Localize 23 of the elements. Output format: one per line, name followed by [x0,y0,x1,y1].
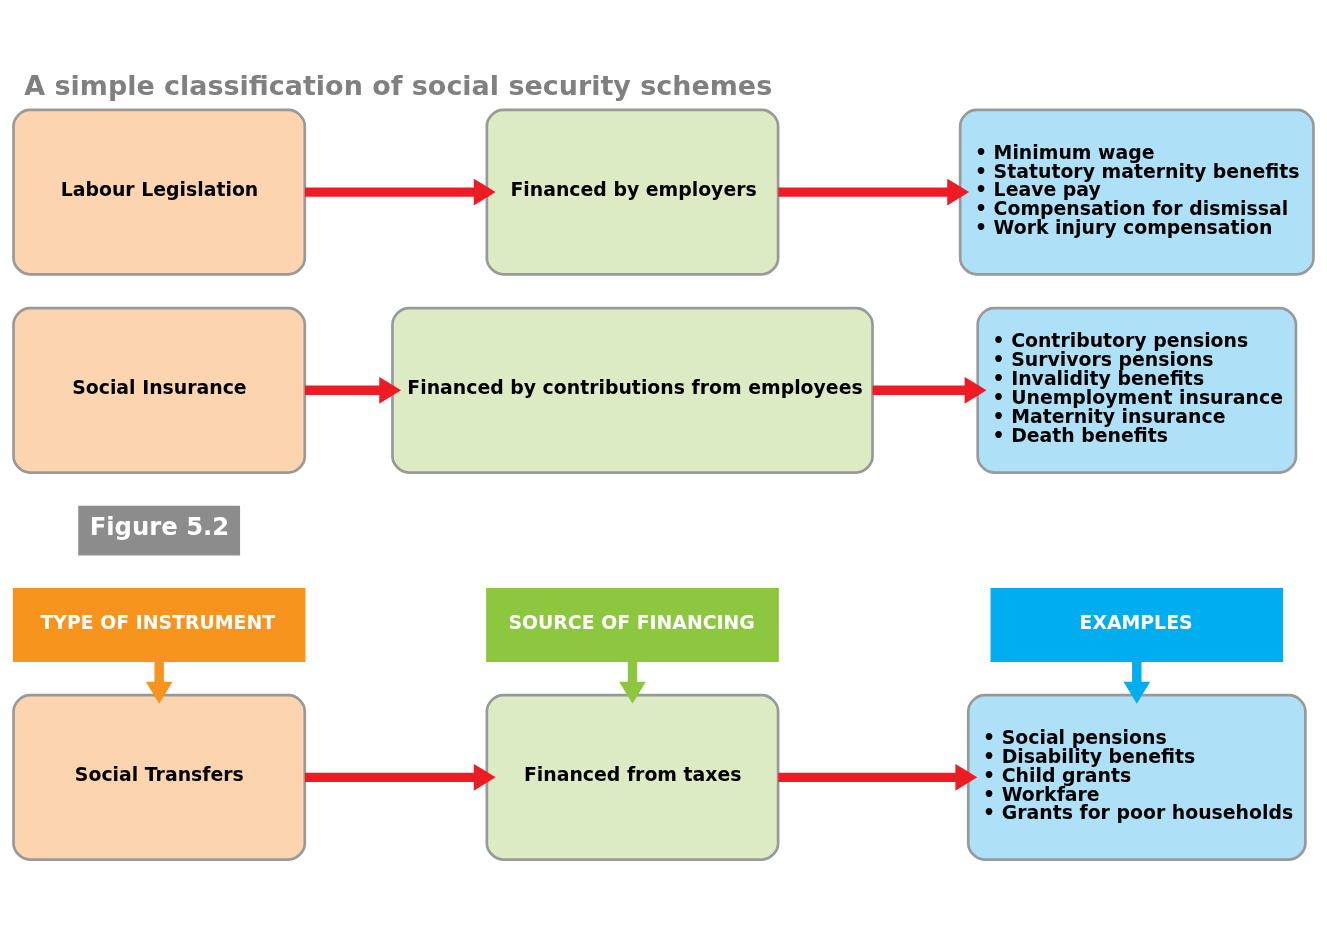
node-box: TYPE OF INSTRUMENT [12,587,306,662]
arrow [619,660,646,704]
arrow [304,763,496,791]
label: Figure 5.2 [89,511,230,541]
arrow [1123,660,1151,704]
arrow [304,376,402,404]
node-box: Financed by contributions from employees [391,306,874,474]
node-box: Financed by employers [485,108,780,276]
arrow [778,763,978,791]
node-box: Financed from taxes [485,693,780,861]
arrow [778,178,970,205]
arrow [145,660,173,704]
node-box: SOURCE OF FINANCING [486,587,779,662]
node-box: • Social pensions • Disability benefits • Child grants • Workfare • Grants for poor households [966,693,1307,861]
node-box: • Contributory pensions • Survivors pensions • Invalidity benefits • Unemployment insurance • Maternity insurance • Death benefits [976,306,1298,474]
node-box: • Minimum wage • Statutory maternity benefits • Leave pay • Compensation for dismissal • Work injury compensation [958,108,1315,276]
diagram-title: A simple classification of social security schemes [24,69,773,101]
node-box: Social Insurance [12,306,307,474]
node-box: Labour Legislation [12,108,307,276]
node-box: EXAMPLES [990,587,1284,662]
arrow [872,376,987,404]
node-box: Social Transfers [12,693,307,861]
arrow [304,178,496,205]
